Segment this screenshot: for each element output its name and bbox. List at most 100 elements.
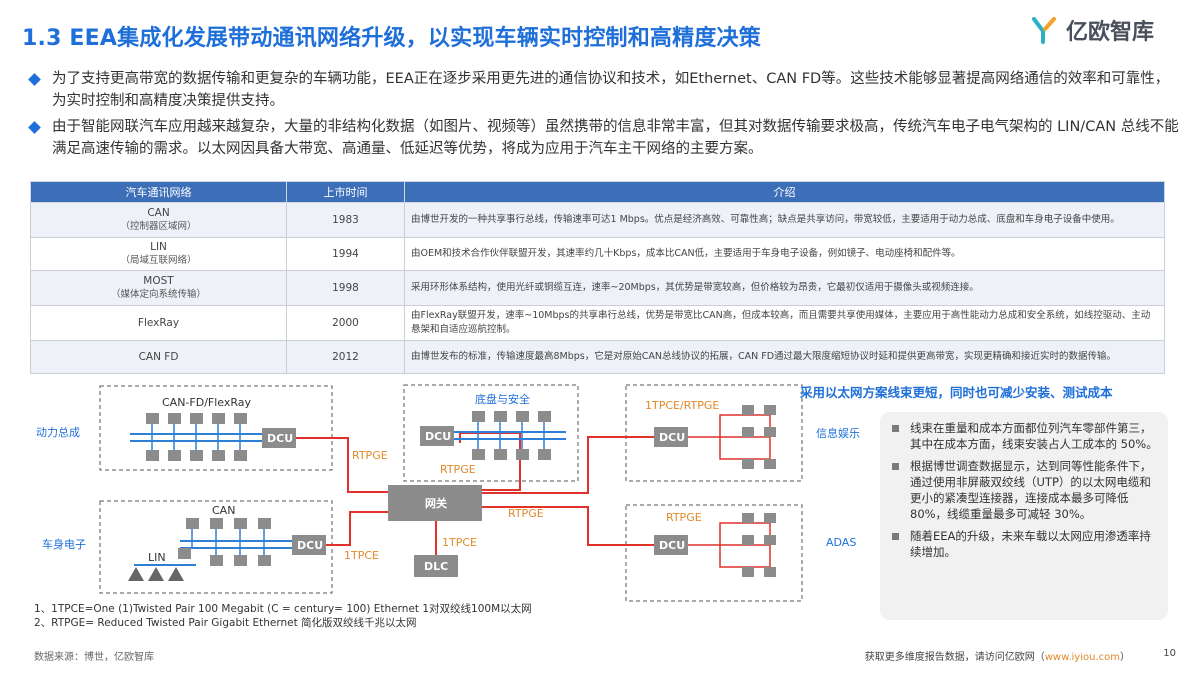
- square-bullet-icon: [892, 463, 899, 470]
- dlc-box: [414, 555, 458, 577]
- table-row: MOST（媒体定向系统传输） 1998 采用环形体系结构，使用光纤或铜缆互连，速…: [30, 270, 1165, 306]
- adas-links: [688, 522, 771, 568]
- label-dcu: DCU: [659, 431, 685, 444]
- infotainment-domain-box: [625, 384, 803, 482]
- description-cell: 由FlexRay联盟开发，速率~10Mbps的共享串行总线，优势是带宽比CAN高…: [404, 305, 1165, 341]
- node-labels: DCU DCU DCU DCU DCU 网关 DLC: [267, 430, 685, 573]
- label-adas: ADAS: [826, 536, 856, 549]
- bullet-text: 为了支持更高带宽的数据传输和更复杂的车辆功能，EEA正在逐步采用更先进的通信协议…: [52, 71, 1170, 109]
- diamond-bullet-icon: [28, 73, 41, 86]
- network-table: 汽车通讯网络 上市时间 介绍 CAN（控制器区域网） 1983 由博世开发的一种…: [30, 181, 1165, 374]
- chassis-domain-box: [403, 384, 579, 482]
- table-row: LIN（局域互联网络） 1994 由OEM和技术合作伙伴联盟开发，其速率约几十K…: [30, 237, 1165, 271]
- footer-link[interactable]: www.iyiou.com: [1044, 652, 1120, 663]
- description-cell: 由博世发布的标准，传输速度最高8Mbps，它是对原始CAN总线协议的拓展，CAN…: [404, 340, 1165, 374]
- body-drops: [191, 529, 265, 555]
- lin-actuators: [128, 567, 184, 581]
- infotainment-links: [688, 414, 771, 460]
- bus-labels: CAN-FD/FlexRay CAN LIN: [148, 396, 252, 564]
- label-dcu: DCU: [425, 430, 451, 443]
- description-cell: 采用环形体系结构，使用光纤或铜缆互连，速率~20Mbps，其优势是带宽较高，但价…: [404, 270, 1165, 306]
- sidebar-note: 根据博世调查数据显示，达到同等性能条件下，通过使用非屏蔽双绞线（UTP）的以太网…: [888, 458, 1158, 522]
- bullet-1: 为了支持更高带宽的数据传输和更复杂的车辆功能，EEA正在逐步采用更先进的通信协议…: [24, 68, 1179, 112]
- network-name-cell: LIN（局域互联网络）: [30, 237, 287, 271]
- table-row: CAN（控制器区域网） 1983 由博世开发的一种共享事行总线，传输速率可达1 …: [30, 202, 1165, 238]
- sidebar-note: 随着EEA的升级，未来车载以太网应用渗透率持续增加。: [888, 528, 1158, 560]
- bullet-2: 由于智能网联汽车应用越来越复杂，大量的非结构化数据（如图片、视频等）虽然携带的信…: [24, 116, 1179, 160]
- table-row: FlexRay 2000 由FlexRay联盟开发，速率~10Mbps的共享串行…: [30, 305, 1165, 341]
- source-note: 数据来源：博世，亿欧智库: [34, 652, 154, 663]
- description-cell: 由博世开发的一种共享事行总线，传输速率可达1 Mbps。优点是经济高效、可靠性高…: [404, 202, 1165, 238]
- description-cell: 由OEM和技术合作伙伴联盟开发，其速率约几十Kbps，成本比CAN低，主要适用于…: [404, 237, 1165, 271]
- logo-text: 亿欧智库: [1065, 20, 1154, 45]
- table-header: 介绍: [404, 181, 1165, 203]
- infotainment-ecus: [742, 405, 776, 469]
- note-line: 1、1TPCE=One (1)Twisted Pair 100 Megabit …: [34, 603, 532, 615]
- label-gateway: 网关: [425, 496, 447, 510]
- infotainment-dcu: [654, 427, 688, 447]
- label-infotainment: 信息娱乐: [816, 426, 860, 440]
- adas-dcu: [654, 535, 688, 555]
- body-ecus: [178, 518, 271, 566]
- powertrain-dcu: [262, 428, 296, 448]
- body-bus: [134, 540, 292, 566]
- intro-bullets: 为了支持更高带宽的数据传输和更复杂的车辆功能，EEA正在逐步采用更先进的通信协议…: [24, 68, 1179, 164]
- table-header: 汽车通讯网络: [30, 181, 287, 203]
- network-diagram: 动力总成 车身电子 信息娱乐 ADAS 底盘与安全 CAN-FD/FlexRay…: [36, 384, 860, 602]
- powertrain-domain-box: [99, 385, 333, 471]
- table-row: CAN FD 2012 由博世发布的标准，传输速度最高8Mbps，它是对原始CA…: [30, 340, 1165, 374]
- chassis-ecus: [472, 411, 551, 460]
- label-dcu: DCU: [659, 539, 685, 552]
- network-name-cell: CAN FD: [30, 340, 287, 374]
- year-cell: 2000: [286, 305, 405, 341]
- body-dcu: [292, 535, 326, 555]
- sidebar-note: 线束在重量和成本方面都位列汽车零部件第三，其中在成本方面，线束安装占人工成本的 …: [888, 420, 1158, 452]
- label-dlc: DLC: [424, 560, 448, 573]
- square-bullet-icon: [892, 533, 899, 540]
- label-can-fd-flexray: CAN-FD/FlexRay: [162, 396, 252, 409]
- label-powertrain: 动力总成: [36, 425, 80, 439]
- label-1tpce: 1TPCE: [442, 536, 477, 549]
- label-lin: LIN: [148, 551, 166, 564]
- sidebar-notes: 线束在重量和成本方面都位列汽车零部件第三，其中在成本方面，线束安装占人工成本的 …: [880, 412, 1168, 620]
- chassis-bus: [454, 431, 566, 440]
- bullet-text: 由于智能网联汽车应用越来越复杂，大量的非结构化数据（如图片、视频等）虽然携带的信…: [52, 119, 1179, 157]
- logo: 亿欧智库: [1030, 14, 1154, 46]
- square-bullet-icon: [892, 425, 899, 432]
- footer-cta: 获取更多维度报告数据，请访问亿欧网（www.iyiou.com）: [864, 652, 1130, 663]
- label-rtpge: RTPGE: [352, 449, 388, 462]
- diamond-bullet-icon: [28, 121, 41, 134]
- label-dcu: DCU: [267, 432, 293, 445]
- table-header: 上市时间: [286, 181, 405, 203]
- label-can: CAN: [212, 504, 235, 517]
- page-number: 10: [1163, 648, 1176, 659]
- label-chassis: 底盘与安全: [475, 392, 530, 406]
- domain-labels: 动力总成 车身电子 信息娱乐 ADAS 底盘与安全: [36, 392, 860, 551]
- chassis-drops: [477, 422, 545, 449]
- year-cell: 1998: [286, 270, 405, 306]
- label-rtpge: RTPGE: [508, 507, 544, 520]
- ethernet-backbone: [296, 432, 654, 555]
- label-1tpce: 1TPCE: [344, 549, 379, 562]
- year-cell: 1983: [286, 202, 405, 238]
- network-name-cell: MOST（媒体定向系统传输）: [30, 270, 287, 306]
- link-labels: RTPGE RTPGE RTPGE 1TPCE 1TPCE 1TPCE/RTPG…: [344, 399, 719, 562]
- powertrain-drops: [151, 424, 241, 450]
- label-body: 车身电子: [42, 537, 86, 551]
- diagram-notes: 1、1TPCE=One (1)Twisted Pair 100 Megabit …: [34, 602, 532, 630]
- label-rtpge: RTPGE: [666, 511, 702, 524]
- year-cell: 1994: [286, 237, 405, 271]
- chassis-dcu: [420, 426, 454, 446]
- diagram-callout: 采用以太网方案线束更短，同时也可减少安装、测试成本: [800, 385, 1113, 400]
- network-name-cell: FlexRay: [30, 305, 287, 341]
- note-line: 2、RTPGE= Reduced Twisted Pair Gigabit Et…: [34, 617, 417, 629]
- page-title: 1.3 EEA集成化发展带动通讯网络升级，以实现车辆实时控制和高精度决策: [22, 26, 761, 51]
- powertrain-ecus: [146, 413, 247, 461]
- label-rtpge: RTPGE: [440, 463, 476, 476]
- body-domain-box: [99, 500, 333, 594]
- label-dcu: DCU: [297, 539, 323, 552]
- adas-ecus: [742, 513, 776, 577]
- label-1tpce-rtpge: 1TPCE/RTPGE: [645, 399, 719, 412]
- logo-icon: [1031, 17, 1056, 44]
- network-name-cell: CAN（控制器区域网）: [30, 202, 287, 238]
